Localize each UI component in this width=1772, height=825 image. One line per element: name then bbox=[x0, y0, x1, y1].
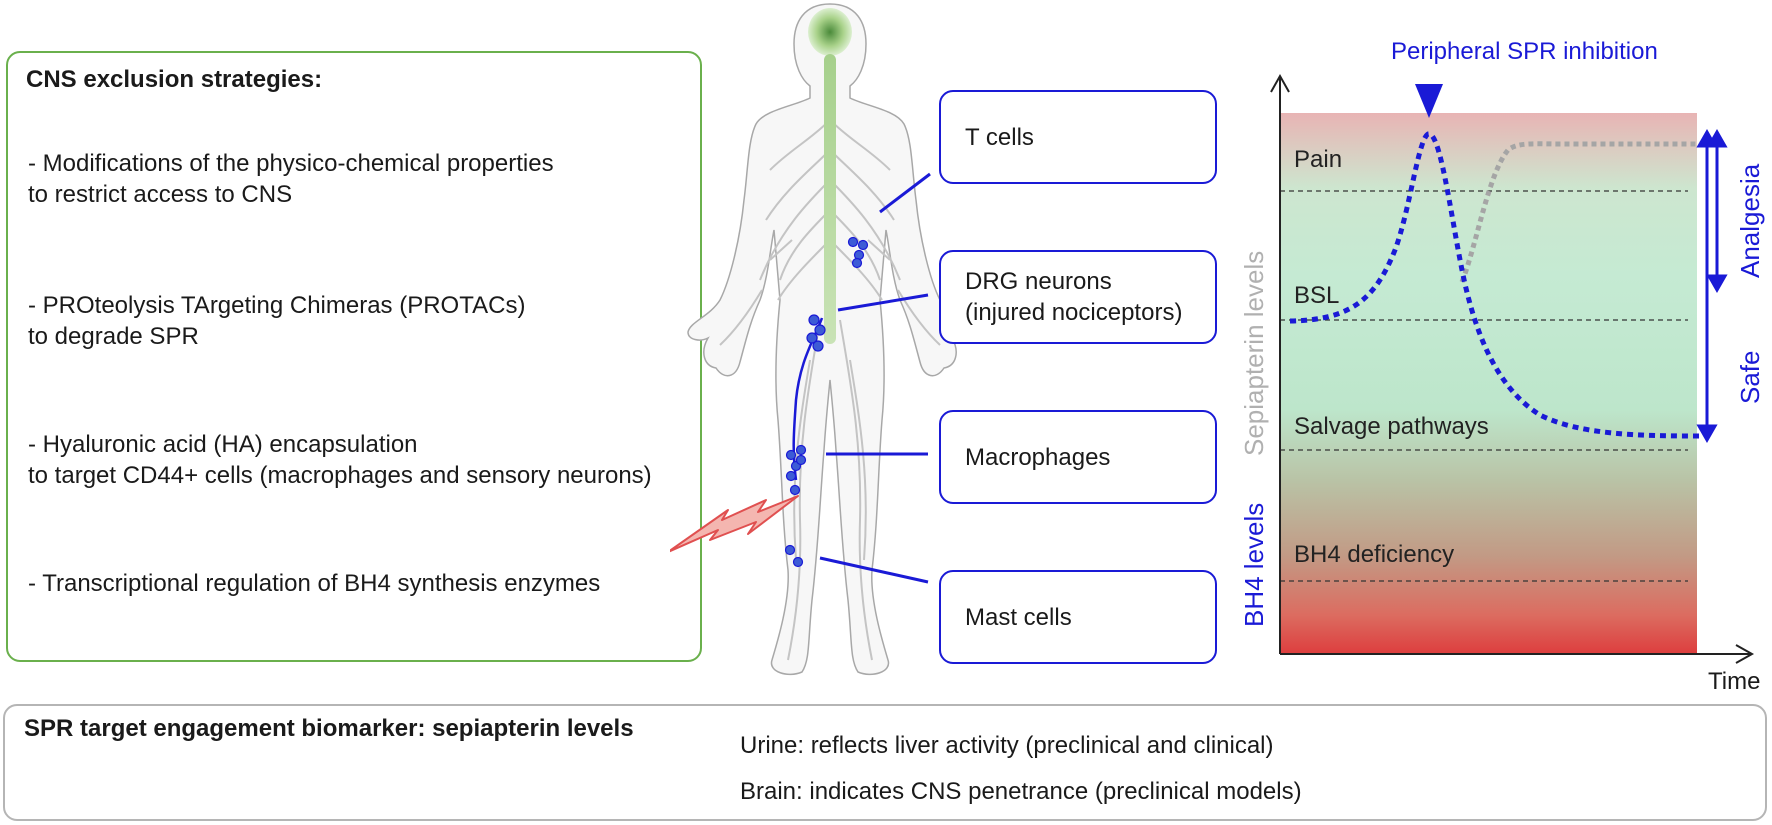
y-label-sepiapterin: Sepiapterin levels bbox=[1239, 250, 1269, 456]
right-label-analgesia: Analgesia bbox=[1735, 163, 1765, 278]
injury-lightning-icon bbox=[670, 495, 799, 553]
level-label-bsl: BSL bbox=[1294, 282, 1340, 309]
y-label-bh4: BH4 levels bbox=[1239, 502, 1269, 627]
biomarker-line: Brain: indicates CNS penetrance (preclin… bbox=[740, 778, 1302, 805]
chart-annotation: Peripheral SPR inhibition bbox=[1391, 38, 1658, 65]
spinal-cord bbox=[824, 54, 836, 344]
level-label-pain: Pain bbox=[1294, 146, 1343, 173]
strategy-item: - Modifications of the physico-chemical … bbox=[28, 150, 554, 208]
biomarker-line: Urine: reflects liver activity (preclini… bbox=[740, 732, 1274, 759]
strategy-item: - Transcriptional regulation of BH4 synt… bbox=[28, 570, 601, 597]
cell-box-macrophages: Macrophages bbox=[939, 410, 1217, 504]
cell-box-mast-cells: Mast cells bbox=[939, 570, 1217, 664]
cell-label: Mast cells bbox=[965, 603, 1072, 631]
drg-cells bbox=[806, 314, 826, 352]
human-body-illustration bbox=[670, 3, 973, 676]
chart-gradient-background bbox=[1280, 113, 1697, 653]
cell-label: DRG neurons (injured nociceptors) bbox=[965, 268, 1183, 326]
right-label-safe: Safe bbox=[1735, 350, 1765, 405]
x-label-time: Time bbox=[1708, 668, 1761, 695]
mast-cell-cluster bbox=[784, 544, 804, 568]
t-cell-cluster bbox=[847, 236, 869, 269]
level-label-salvage: Salvage pathways bbox=[1294, 413, 1489, 440]
cell-box-drg-neurons: DRG neurons (injured nociceptors) bbox=[939, 250, 1217, 344]
biomarker-box bbox=[3, 704, 1767, 821]
strategy-item: - PROteolysis TArgeting Chimeras (PROTAC… bbox=[28, 292, 526, 350]
cell-box-t-cells: T cells bbox=[939, 90, 1217, 184]
strategies-box bbox=[6, 51, 702, 662]
brain bbox=[808, 8, 852, 56]
strategy-item: - Hyaluronic acid (HA) encapsulation to … bbox=[28, 431, 652, 489]
level-label-deficiency: BH4 deficiency bbox=[1294, 541, 1455, 568]
range-arrows bbox=[1696, 128, 1728, 444]
macrophage-cluster bbox=[785, 444, 807, 496]
strategies-title: CNS exclusion strategies: bbox=[26, 66, 323, 93]
cell-label: T cells bbox=[965, 123, 1034, 151]
cell-label: Macrophages bbox=[965, 443, 1111, 471]
biomarker-title: SPR target engagement biomarker: sepiapt… bbox=[24, 715, 634, 742]
